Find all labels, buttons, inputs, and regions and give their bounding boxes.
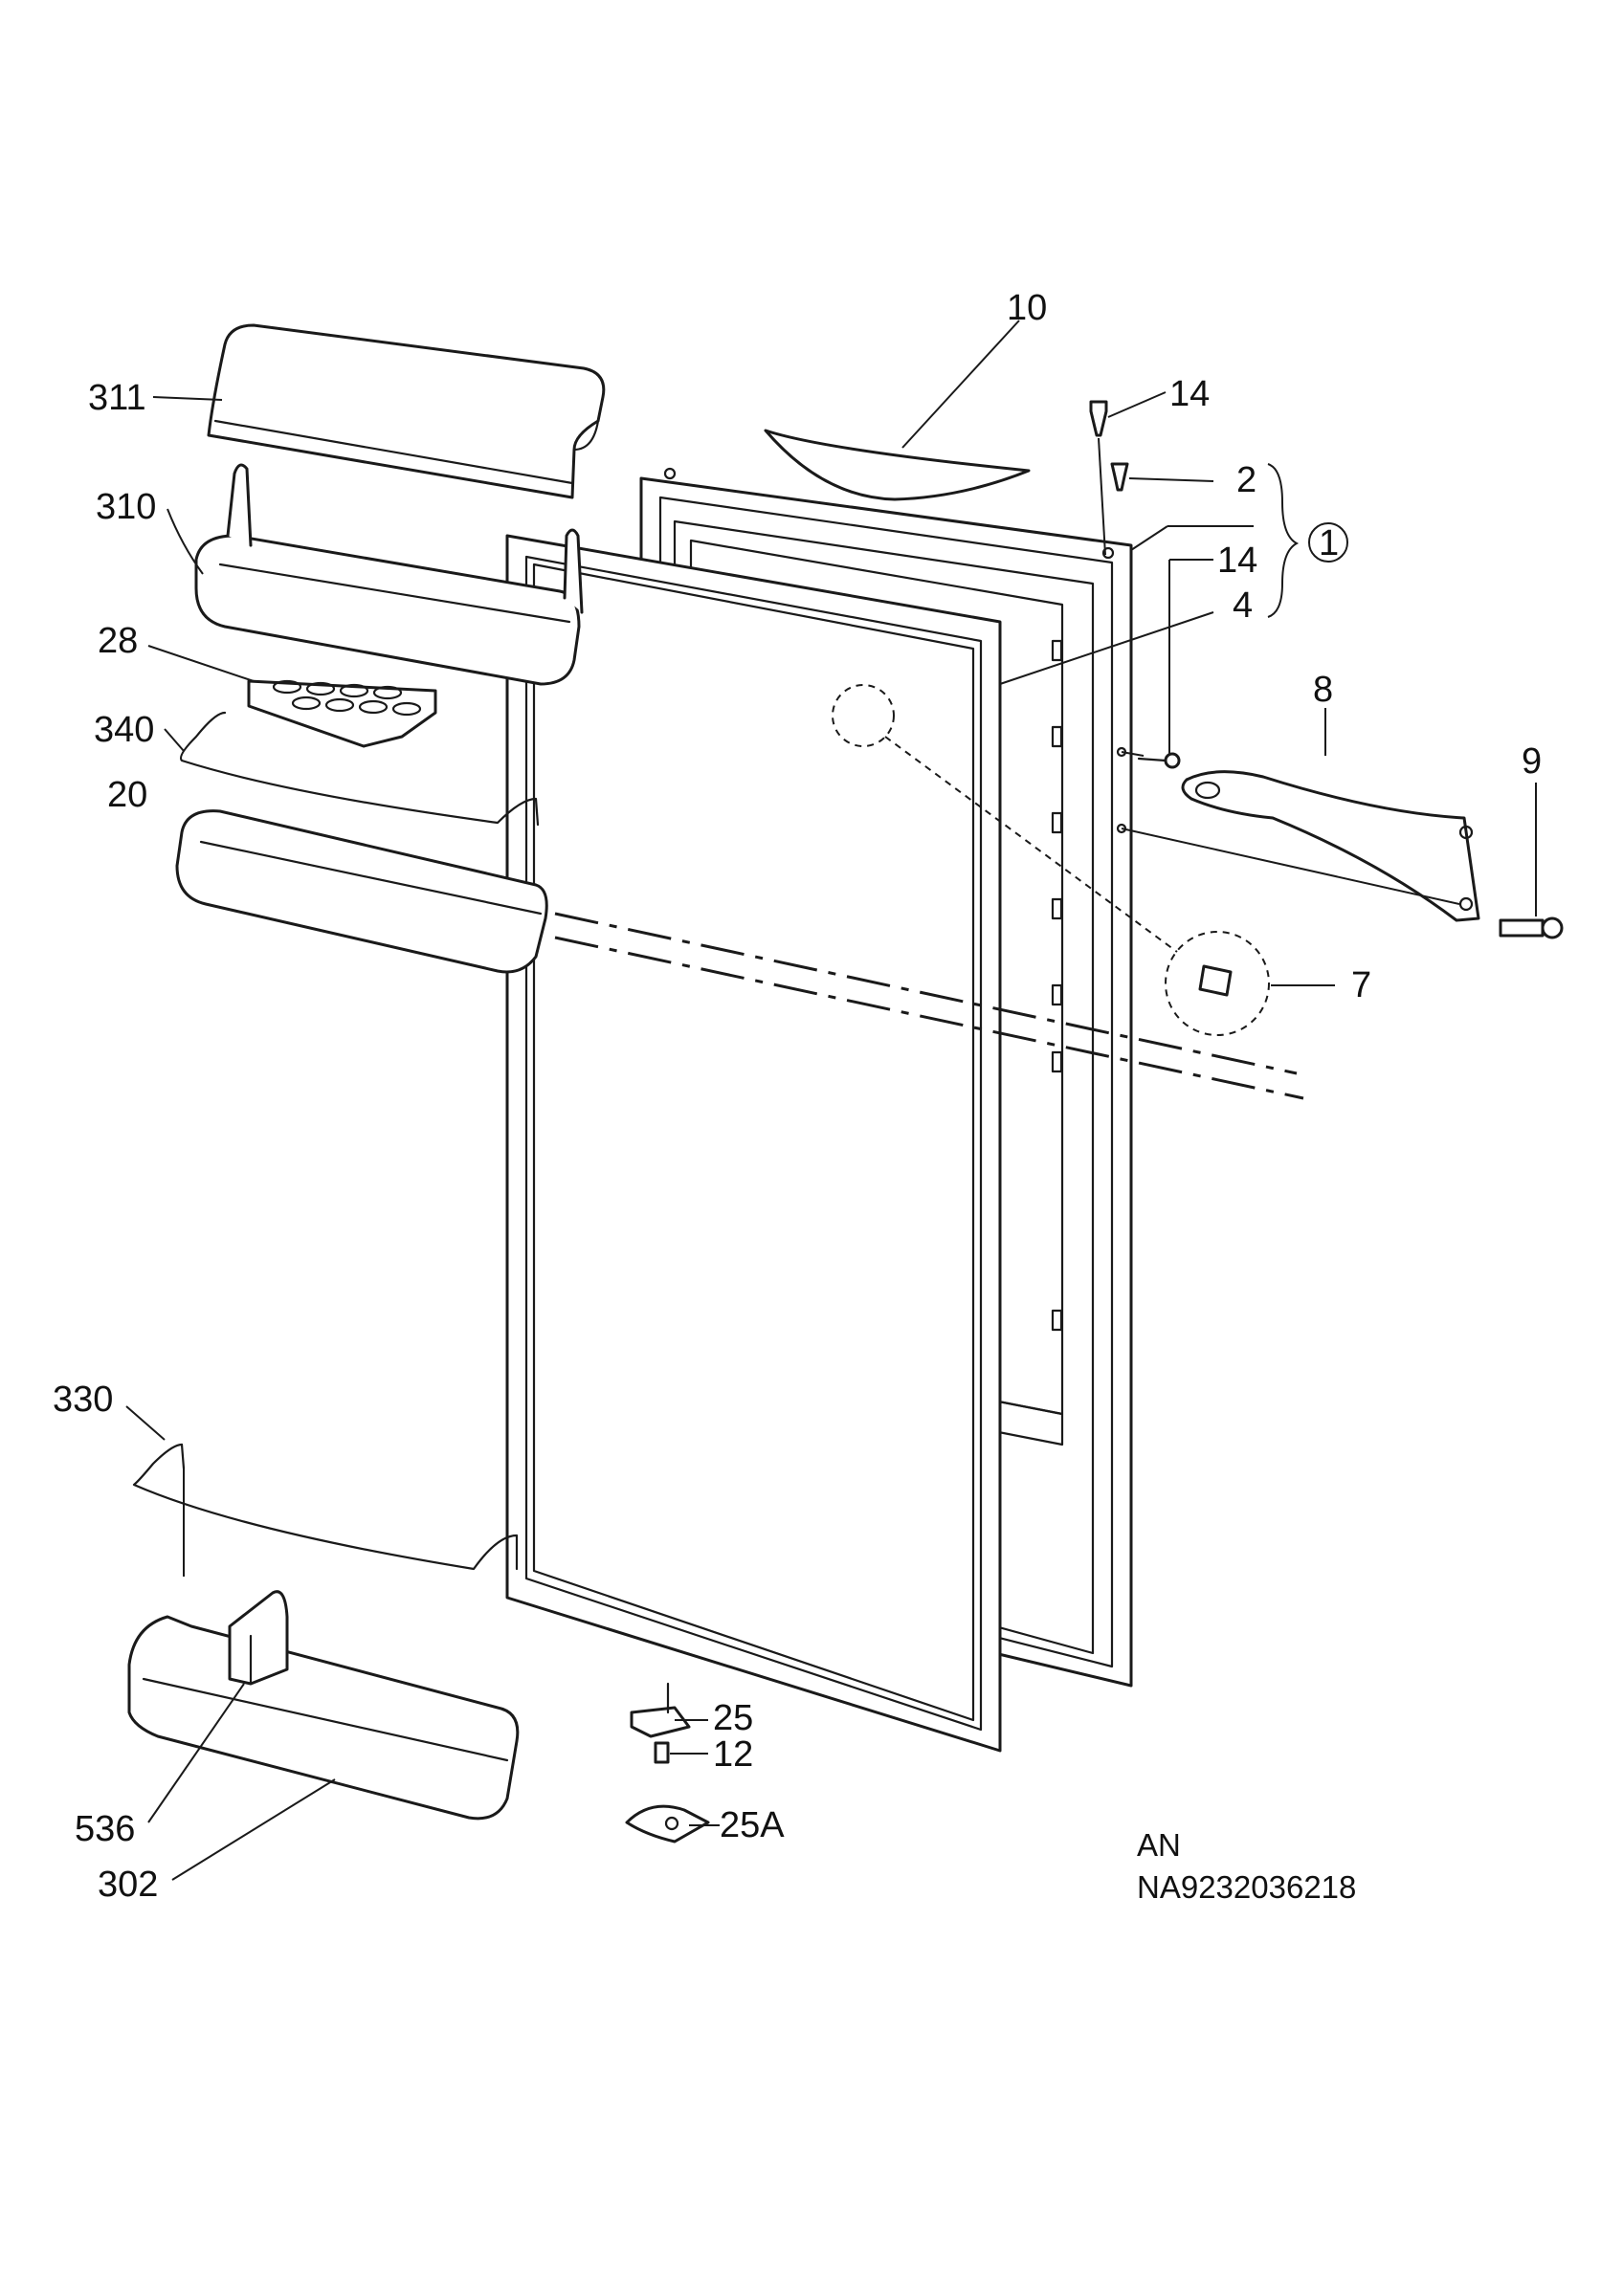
middle-shelf	[175, 809, 548, 974]
label-25: 25	[713, 1698, 753, 1738]
screw-14	[1137, 752, 1181, 769]
label-2: 2	[1236, 460, 1256, 500]
upper-shelf	[194, 463, 584, 686]
upper-wire-rail	[179, 711, 540, 827]
label-8: 8	[1313, 670, 1333, 710]
detail-7	[832, 684, 1270, 1036]
door-handle	[1181, 770, 1480, 922]
hinge-pin-top	[1089, 400, 1108, 437]
axis-line-2	[554, 936, 1304, 1100]
callout-labels: 311 310 28 340 20 330 536 302 10 14 2 14…	[53, 288, 1542, 1905]
pin-part-2	[1110, 462, 1129, 492]
label-14-top: 14	[1169, 374, 1210, 414]
lower-wire-rail	[132, 1443, 519, 1571]
leader-lines	[125, 320, 1537, 1881]
label-536: 536	[75, 1809, 135, 1849]
label-25a: 25A	[720, 1805, 785, 1845]
label-310: 310	[96, 487, 156, 527]
egg-tray	[247, 679, 437, 748]
drawing-code: AN NA9232036218	[1137, 1827, 1356, 1905]
label-1: 1	[1319, 523, 1339, 563]
label-9: 9	[1522, 741, 1542, 782]
label-10: 10	[1007, 288, 1047, 328]
bottle-shelf	[127, 1590, 520, 1821]
label-302: 302	[98, 1865, 158, 1905]
top-cover	[207, 323, 606, 499]
axis-line-1	[554, 912, 1298, 1075]
drawing-code-line-2: NA9232036218	[1137, 1869, 1356, 1905]
circled-label-1	[1308, 522, 1348, 563]
label-12: 12	[713, 1734, 753, 1775]
screw-9	[1499, 916, 1564, 939]
drawing-code-line-1: AN	[1137, 1827, 1181, 1863]
label-330: 330	[53, 1380, 113, 1420]
label-7: 7	[1351, 965, 1371, 1005]
label-28: 28	[98, 621, 138, 661]
label-311: 311	[88, 378, 146, 418]
door-gasket	[505, 534, 1002, 1753]
hinge-screw-12	[654, 1741, 670, 1764]
top-trim	[764, 429, 1031, 501]
hinge-plate-25a	[625, 1804, 710, 1843]
label-20: 20	[107, 775, 147, 815]
label-340: 340	[94, 710, 154, 750]
label-14-side: 14	[1217, 541, 1257, 581]
label-4: 4	[1233, 585, 1253, 626]
bottom-hinge	[630, 1682, 691, 1738]
